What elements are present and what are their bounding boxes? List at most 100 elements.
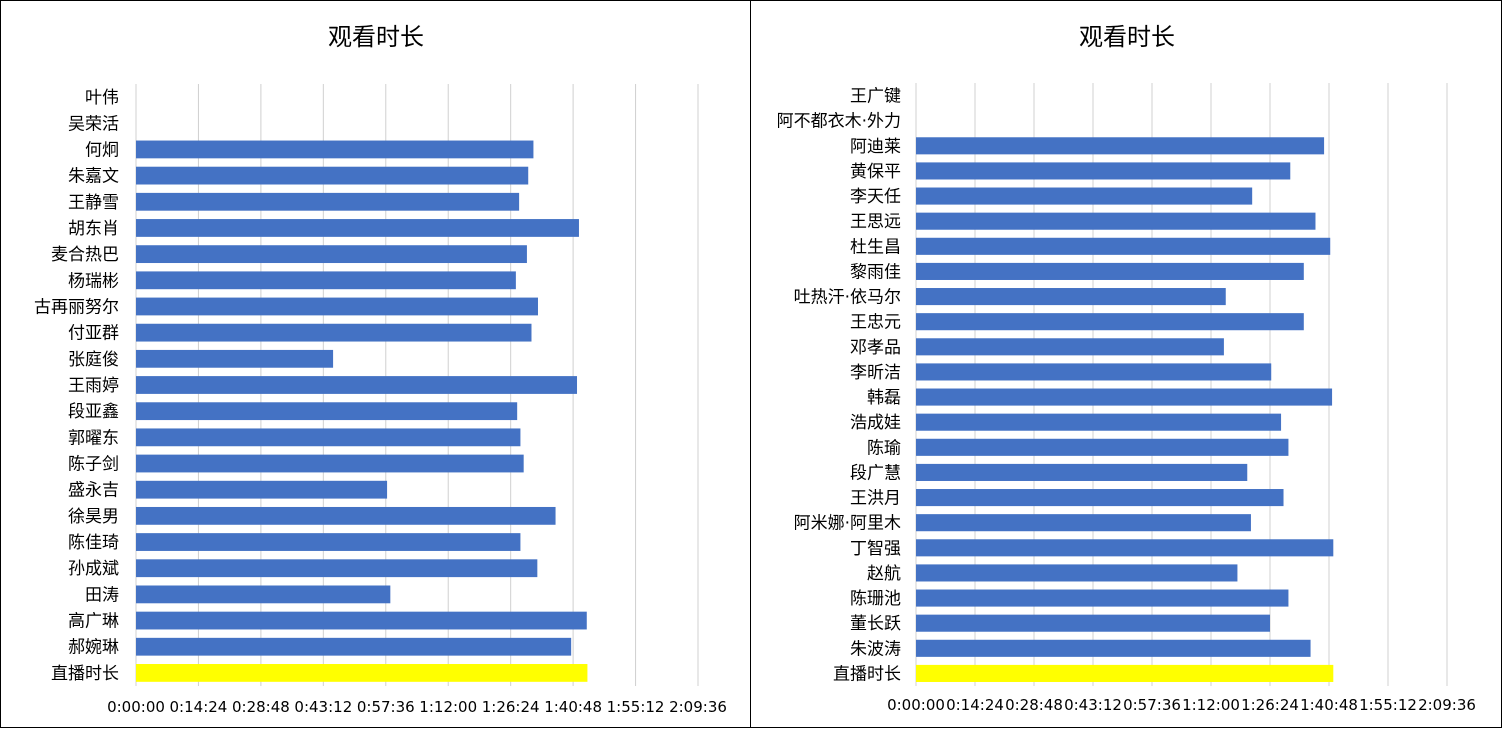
category-label: 朱波涛 (850, 639, 901, 659)
category-label: 郭曜东 (68, 428, 119, 448)
category-label: 张庭俊 (68, 350, 119, 370)
x-tick-label: 1:40:48 (544, 698, 602, 716)
bar (916, 313, 1304, 331)
bar (916, 614, 1270, 632)
bar (136, 219, 579, 237)
bar-live-duration (136, 664, 588, 682)
category-label: 盛永吉 (68, 481, 119, 501)
bar (916, 363, 1272, 381)
x-tick-label: 0:43:12 (294, 698, 352, 716)
category-label: 孙成斌 (68, 559, 119, 579)
x-tick-label: 0:28:48 (232, 698, 290, 716)
bar (136, 533, 521, 551)
category-label: 阿米娜·阿里木 (794, 514, 901, 534)
category-label: 王忠元 (850, 313, 901, 333)
bar (916, 489, 1284, 507)
category-label: 朱嘉文 (68, 167, 119, 187)
bar (136, 349, 334, 368)
category-label: 韩磊 (867, 388, 901, 408)
chart-right-svg: 观看时长 王广键阿不都衣木·外力阿迪莱黄保平李天任王思远杜生昌黎雨佳吐热汗·依马… (777, 23, 1476, 714)
bar (136, 637, 572, 656)
x-tick-label: 2:09:36 (1418, 696, 1476, 714)
chart-title: 观看时长 (1079, 23, 1175, 51)
category-label: 王雨婷 (68, 376, 119, 396)
bar (916, 514, 1251, 532)
category-label: 丁智强 (850, 539, 901, 559)
bar (916, 187, 1253, 205)
x-tick-label: 1:12:00 (1182, 696, 1240, 714)
bar (916, 438, 1289, 456)
bar (136, 454, 524, 473)
chart-title: 观看时长 (328, 23, 424, 51)
category-label: 王思远 (850, 212, 901, 232)
x-tick-label: 2:09:36 (669, 698, 727, 716)
x-tick-label: 0:43:12 (1064, 696, 1122, 714)
bar (916, 212, 1316, 230)
bar (136, 166, 529, 185)
category-label: 段亚鑫 (68, 402, 119, 422)
category-label: 杜生昌 (850, 237, 901, 257)
category-label: 王广键 (850, 87, 901, 107)
x-tick-label: 1:26:24 (1241, 696, 1299, 714)
bar (136, 428, 521, 447)
category-label: 田涛 (85, 585, 119, 605)
bar (916, 639, 1311, 657)
bar (916, 564, 1238, 582)
category-label: 段广慧 (850, 463, 901, 483)
category-label: 叶伟 (85, 88, 119, 108)
bar (136, 480, 388, 499)
bar (136, 506, 556, 525)
bar-live-duration (916, 664, 1334, 682)
bar (916, 463, 1248, 481)
category-label: 胡东肖 (68, 219, 119, 239)
bar (136, 297, 538, 316)
chart-panel-left: 观看时长 叶伟吴荣活何炯朱嘉文王静雪胡东肖麦合热巴杨瑞彬古再丽努尔付亚群张庭俊王… (0, 0, 751, 728)
bar (916, 589, 1289, 607)
category-label: 付亚群 (68, 324, 119, 344)
category-label: 陈珊池 (850, 589, 901, 609)
category-label: 直播时长 (833, 664, 901, 684)
bar (136, 611, 587, 630)
category-label: 王洪月 (850, 489, 901, 509)
category-label: 邓孝品 (850, 338, 901, 358)
category-label: 徐昊男 (68, 507, 119, 527)
bar (916, 388, 1333, 406)
category-label: 赵航 (867, 564, 901, 584)
category-label: 浩成娃 (850, 413, 901, 433)
category-label: 吐热汗·依马尔 (794, 288, 901, 308)
x-tick-label: 1:40:48 (1300, 696, 1358, 714)
x-tick-label: 0:28:48 (1005, 696, 1063, 714)
bar (136, 376, 578, 394)
x-tick-label: 1:26:24 (482, 698, 540, 716)
category-label: 麦合热巴 (51, 245, 119, 265)
category-label: 阿迪莱 (850, 137, 901, 157)
bar (136, 402, 518, 421)
bar (916, 237, 1331, 255)
bar (136, 245, 527, 264)
bar (916, 137, 1325, 155)
category-label: 古再丽努尔 (34, 297, 119, 317)
category-label: 李昕洁 (850, 363, 901, 383)
category-label: 陈瑜 (867, 438, 901, 458)
x-tick-label: 1:55:12 (607, 698, 665, 716)
category-label: 郝婉琳 (68, 638, 119, 658)
bar (916, 288, 1226, 306)
bar (916, 262, 1304, 280)
x-tick-label: 0:00:00 (107, 698, 165, 716)
bar (916, 413, 1282, 431)
category-label: 黄保平 (850, 162, 901, 182)
category-label: 王静雪 (68, 193, 119, 213)
x-tick-label: 0:00:00 (887, 696, 945, 714)
x-tick-label: 0:57:36 (1123, 696, 1181, 714)
bar (136, 140, 534, 159)
bar (136, 323, 532, 342)
bar (136, 192, 520, 211)
category-label: 阿不都衣木·外力 (777, 112, 901, 132)
x-tick-label: 1:12:00 (419, 698, 477, 716)
bar (136, 585, 391, 604)
category-label: 杨瑞彬 (68, 271, 119, 291)
x-tick-label: 0:14:24 (170, 698, 228, 716)
category-label: 黎雨佳 (850, 262, 901, 282)
category-label: 直播时长 (51, 664, 119, 684)
chart-left-svg: 观看时长 叶伟吴荣活何炯朱嘉文王静雪胡东肖麦合热巴杨瑞彬古再丽努尔付亚群张庭俊王… (34, 23, 727, 716)
